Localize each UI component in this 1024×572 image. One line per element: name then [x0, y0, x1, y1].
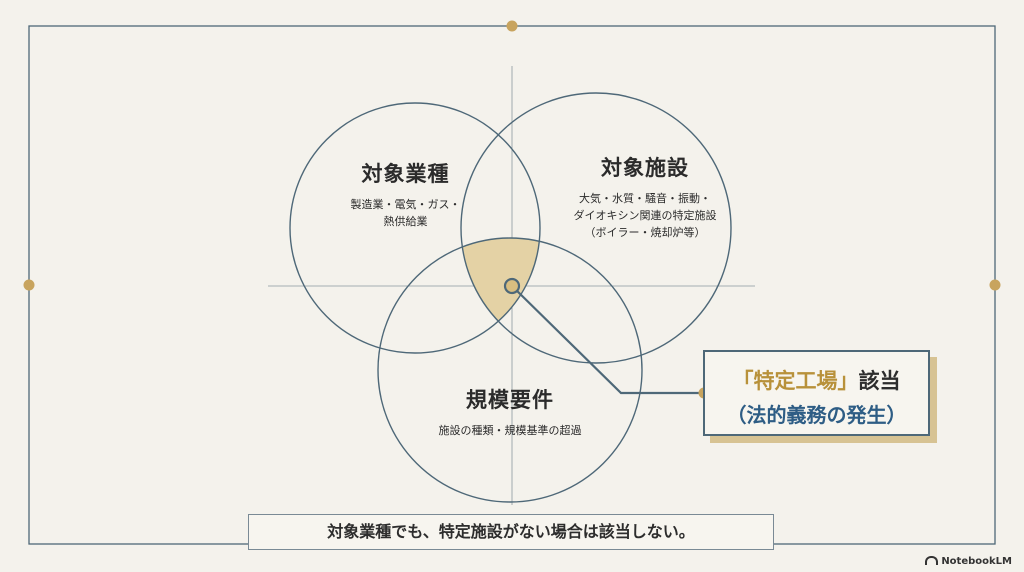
note-text: 対象業種でも、特定施設がない場合は該当しない。	[327, 522, 695, 541]
notebook-icon	[925, 556, 939, 565]
industry-title: 対象業種	[361, 162, 450, 186]
circle-industry	[289, 102, 541, 354]
result-highlight: 特定工場	[753, 369, 838, 393]
circle-scale	[377, 237, 643, 503]
scale-title: 規模要件	[466, 388, 554, 412]
result-box: 「特定工場」該当 （法的義務の発生）	[703, 350, 930, 436]
frame-dot-top	[506, 20, 518, 32]
result-quote-open: 「	[732, 369, 754, 393]
result-heading: 「特定工場」該当	[705, 365, 928, 395]
scale-desc-line: 施設の種類・規模基準の超過	[438, 424, 582, 437]
facility-label: 対象施設 大気・水質・騒音・振動・ ダイオキシン関連の特定施設 （ボイラー・焼却…	[545, 152, 745, 241]
connector-line	[511, 285, 703, 395]
facility-title: 対象施設	[601, 156, 689, 180]
result-quote-close: 」	[837, 369, 859, 393]
brand-logo: NotebookLM	[925, 556, 1012, 567]
industry-desc-line: 製造業・電気・ガス・	[350, 198, 461, 211]
facility-desc-line: 大気・水質・騒音・振動・	[579, 192, 711, 205]
scale-label: 規模要件 施設の種類・規模基準の超過	[410, 384, 610, 439]
circle-facility	[460, 92, 732, 364]
facility-desc: 大気・水質・騒音・振動・ ダイオキシン関連の特定施設 （ボイラー・焼却炉等）	[545, 190, 745, 241]
industry-label: 対象業種 製造業・電気・ガス・ 熱供給業	[308, 158, 503, 230]
frame-dot-right	[989, 279, 1001, 291]
overlap-region	[461, 238, 540, 353]
note-box: 対象業種でも、特定施設がない場合は該当しない。	[248, 514, 774, 550]
scale-desc: 施設の種類・規模基準の超過	[410, 422, 610, 439]
brand-text: NotebookLM	[941, 556, 1012, 567]
result-suffix: 該当	[858, 369, 901, 393]
industry-desc-line: 熱供給業	[383, 215, 428, 228]
facility-desc-line: （ボイラー・焼却炉等）	[584, 226, 706, 239]
center-node	[503, 277, 521, 295]
result-subheading: （法的義務の発生）	[726, 403, 907, 427]
industry-desc: 製造業・電気・ガス・ 熱供給業	[308, 196, 503, 230]
frame-dot-left	[23, 279, 35, 291]
facility-desc-line: ダイオキシン関連の特定施設	[573, 209, 717, 222]
